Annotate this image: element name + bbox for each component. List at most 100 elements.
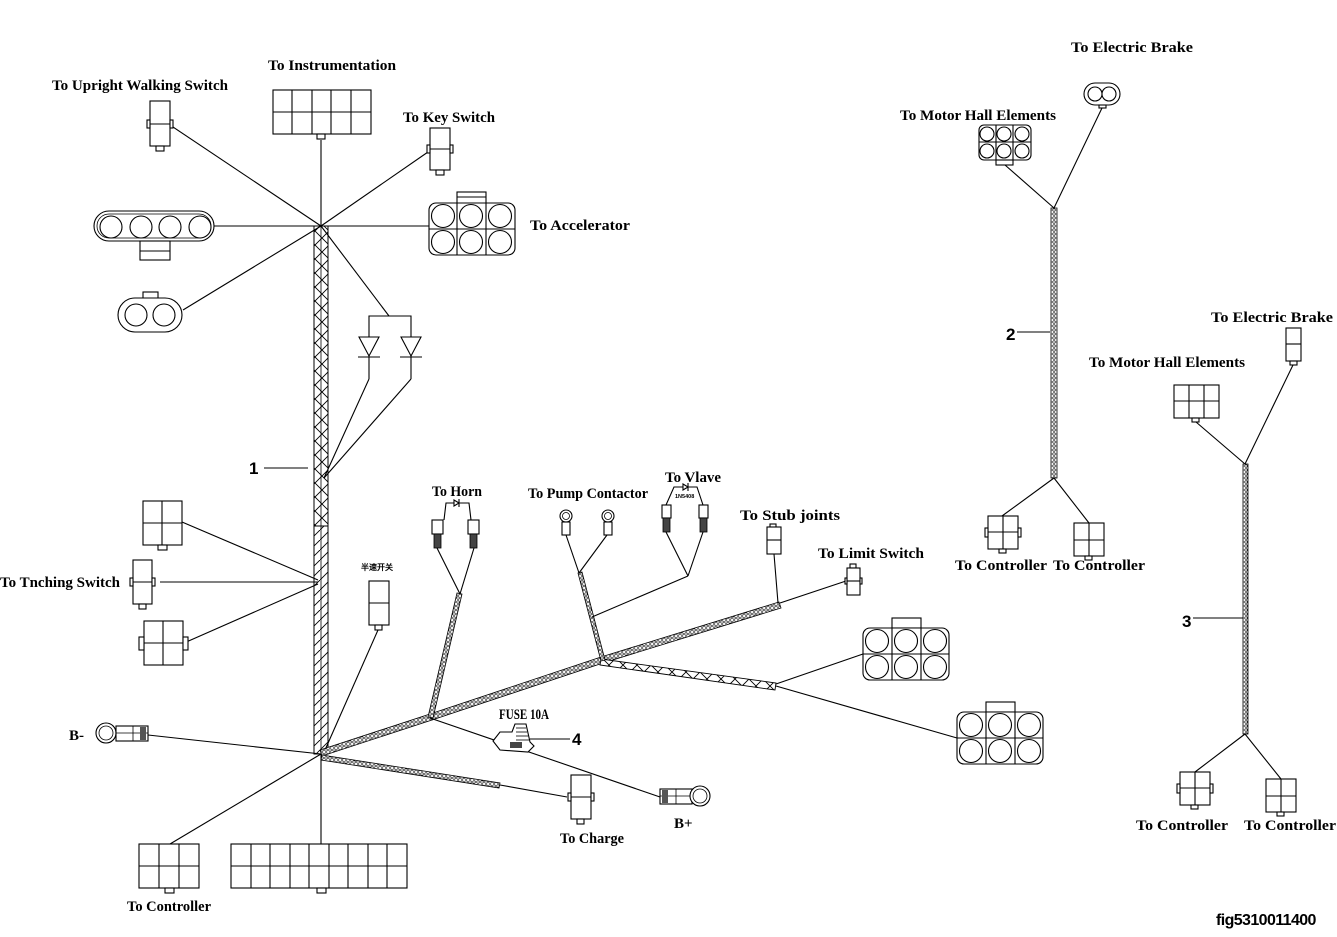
wire-h2-brake (1053, 107, 1103, 209)
label-h3-controller-b: To Controller (1244, 818, 1336, 834)
harness-2-bundle (1050, 207, 1058, 479)
connector-h2-electric-brake[interactable] (1083, 82, 1121, 109)
connector-half-speed-switch[interactable] (368, 580, 390, 631)
wire-h2-controller-b (1053, 477, 1090, 524)
label-inching-switch: To Tnching Switch (0, 575, 121, 591)
wire-upright-walking (169, 124, 322, 227)
connector-h2-controller-a[interactable] (984, 515, 1022, 554)
connector-inching-4pin-b[interactable] (138, 620, 189, 666)
callout-1: 1 (249, 459, 258, 478)
figure-id: fig5310011400 (1216, 912, 1317, 929)
branch-bundle-stub (600, 601, 782, 664)
callout-2: 2 (1006, 325, 1015, 344)
label-h2-motor-hall: To Motor Hall Elements (900, 108, 1056, 124)
label-h3-controller-a: To Controller (1136, 818, 1228, 834)
wire-valve-b (687, 531, 704, 577)
wire-controller-6pin (169, 753, 322, 845)
fuse-holder[interactable] (492, 723, 535, 753)
connector-6pin-a[interactable] (862, 617, 950, 681)
connector-h3-controller-a[interactable] (1176, 771, 1214, 810)
connector-limit-switch[interactable] (844, 563, 863, 596)
diode-icon (400, 336, 422, 358)
wire-h2-hall (1004, 164, 1055, 209)
label-valve: To Vlave (665, 470, 721, 486)
connector-h3-electric-brake[interactable] (1285, 327, 1302, 366)
connector-stub-joints[interactable] (766, 523, 782, 555)
connector-h3-controller-b[interactable] (1265, 778, 1297, 817)
wire-horn-b (459, 547, 475, 595)
valve-terminals[interactable]: 1N5408 (661, 483, 709, 533)
wire-valve-a (665, 531, 689, 577)
connector-4pin-round[interactable] (93, 210, 215, 261)
wire-horn-a (436, 547, 461, 595)
harness-1: 1 To Upright Walking Switch To Instrumen… (0, 58, 1044, 915)
wire-inching-c (183, 583, 319, 644)
connector-h2-controller-b[interactable] (1073, 522, 1105, 561)
label-accelerator: To Accelerator (530, 218, 630, 234)
wire-h3-controller-b (1244, 733, 1282, 780)
wire-diodes (320, 225, 390, 317)
wire-6pin-a (775, 653, 864, 685)
label-valve-diode: 1N5408 (675, 494, 694, 500)
wire-h3-hall (1195, 421, 1246, 465)
connector-instrumentation[interactable] (272, 89, 372, 140)
label-stub-joints: To Stub joints (740, 508, 840, 524)
horn-terminals[interactable] (431, 499, 480, 549)
diode-pair (323, 315, 422, 479)
callout-3: 3 (1182, 612, 1191, 631)
wire-h3-brake (1244, 364, 1294, 465)
wire-battery-positive (429, 717, 661, 798)
wire-half-speed (324, 629, 379, 751)
pump-bundle (577, 571, 606, 662)
label-horn: To Horn (432, 484, 483, 500)
label-half-speed-switch: 半速开关 (361, 562, 393, 572)
connector-key-switch[interactable] (426, 127, 454, 176)
wire-6pin-b (775, 685, 958, 739)
connector-h2-motor-hall[interactable] (978, 124, 1032, 166)
battery-negative-terminal[interactable] (95, 722, 149, 744)
wire-stub-joints (773, 553, 779, 604)
branch-bundle-6pin (599, 658, 777, 691)
wire-h2-controller-a (1001, 477, 1055, 517)
label-battery-positive: B+ (674, 816, 693, 832)
connector-accelerator[interactable] (428, 191, 516, 256)
label-battery-negative: B- (69, 728, 84, 744)
wire-h3-controller-a (1194, 733, 1246, 773)
wire-key-switch (320, 151, 429, 227)
harness-3: 3 To Electric Brake To Motor Hall Elemen… (1089, 310, 1336, 834)
callout-4: 4 (572, 730, 582, 749)
wire-pump-a (565, 534, 580, 574)
branch-bundle-a (319, 713, 433, 757)
label-h2-electric-brake: To Electric Brake (1071, 40, 1193, 56)
label-controller: To Controller (127, 899, 211, 915)
diode-icon (358, 336, 380, 358)
wire-inching-a (181, 521, 319, 581)
connector-6pin-b[interactable] (956, 701, 1044, 765)
label-charge: To Charge (560, 831, 624, 847)
horn-bundle (427, 592, 463, 719)
connector-2pin-round[interactable] (117, 291, 183, 333)
connector-controller-6pin[interactable] (138, 843, 200, 894)
connector-h3-motor-hall[interactable] (1173, 384, 1220, 423)
wire-charge (499, 784, 568, 798)
label-h2-controller-b: To Controller (1053, 558, 1145, 574)
label-h3-electric-brake: To Electric Brake (1211, 310, 1333, 326)
wire-2pin (182, 225, 322, 311)
wire-battery-negative (147, 734, 322, 755)
label-instrumentation: To Instrumentation (268, 58, 397, 74)
harness-2: 2 To Electric Brake To Motor Hall Elemen… (900, 40, 1193, 574)
battery-positive-terminal[interactable] (659, 785, 711, 807)
harness-3-bundle (1242, 463, 1249, 735)
label-upright-walking-switch: To Upright Walking Switch (52, 78, 229, 94)
label-fuse: FUSE 10A (499, 707, 549, 723)
connector-controller-18pin[interactable] (230, 843, 408, 894)
connector-inching-4pin-a[interactable] (142, 500, 183, 551)
connector-inching-switch[interactable] (129, 559, 156, 610)
connector-upright-walking-switch[interactable] (146, 100, 174, 152)
pump-contactor-terminals[interactable] (559, 509, 615, 536)
wire-valve-junction (591, 575, 689, 618)
label-h2-controller-a: To Controller (955, 558, 1047, 574)
connector-charge[interactable] (567, 774, 595, 825)
label-pump-contactor: To Pump Contactor (528, 486, 648, 502)
